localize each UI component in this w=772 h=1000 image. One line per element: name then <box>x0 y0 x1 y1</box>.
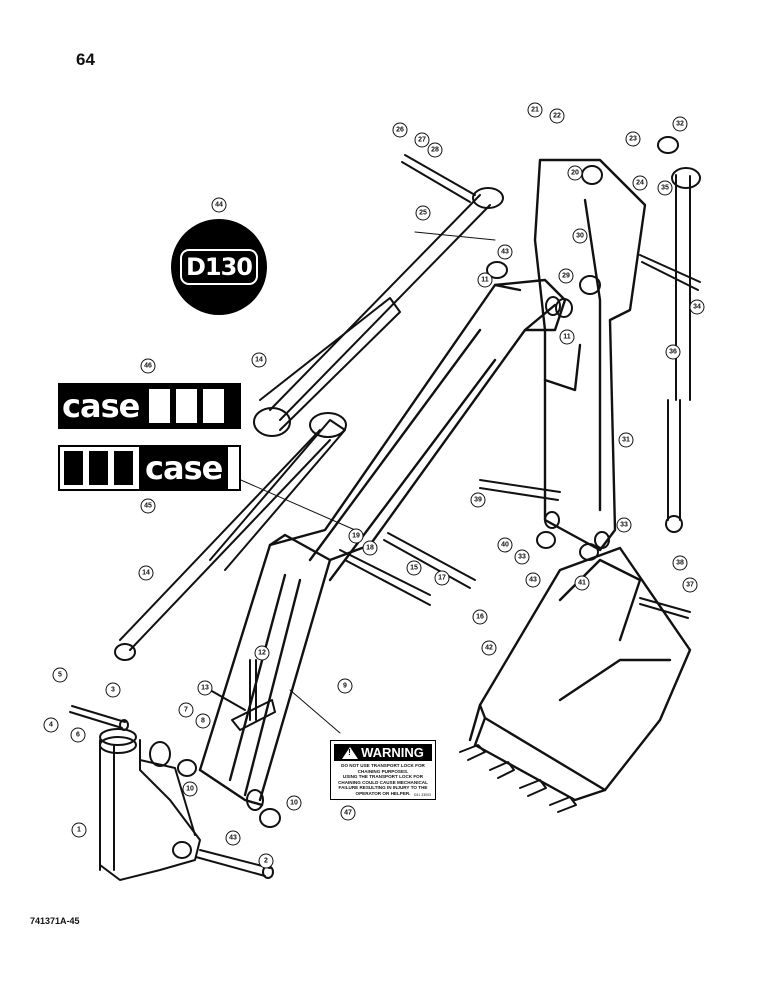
stripe-bar <box>87 451 110 485</box>
callout: 39 <box>470 492 486 508</box>
callout: 34 <box>689 299 705 315</box>
callout: 12 <box>254 645 270 661</box>
warning-part-code: D41 33003 <box>413 793 431 797</box>
callout: 14 <box>138 565 154 581</box>
callout: 27 <box>414 132 430 148</box>
callout: 20 <box>567 165 583 181</box>
callout: 7 <box>178 702 194 718</box>
callout: 26 <box>392 122 408 138</box>
callout: 8 <box>195 713 211 729</box>
case-word: case <box>139 447 229 489</box>
boom-cylinder-lower <box>114 412 347 661</box>
dipper <box>533 158 647 552</box>
stripe-bar <box>176 389 198 423</box>
boom-cylinder-upper <box>253 194 491 437</box>
callout: 47 <box>340 805 356 821</box>
callout: 25 <box>415 205 431 221</box>
warning-body: DO NOT USE TRANSPORT LOCK FOR CHAINING P… <box>331 763 435 796</box>
callout: 13 <box>197 680 213 696</box>
callout: 6 <box>70 727 86 743</box>
callout: 10 <box>286 795 302 811</box>
bucket <box>468 546 692 802</box>
callout: 43 <box>497 244 513 260</box>
stripe-bar <box>112 451 135 485</box>
pin-2 <box>195 849 271 877</box>
callout: 30 <box>572 228 588 244</box>
callout: 43 <box>525 572 541 588</box>
callout: 38 <box>672 555 688 571</box>
callout: 9 <box>337 678 353 694</box>
callout: 5 <box>52 667 68 683</box>
warning-heading: WARNING <box>361 745 424 760</box>
callout: 14 <box>251 352 267 368</box>
callout: 41 <box>574 575 590 591</box>
callout: 11 <box>559 329 575 345</box>
callout: 23 <box>625 131 641 147</box>
stripe-bar <box>62 451 85 485</box>
callout: 10 <box>182 781 198 797</box>
callout: 45 <box>140 498 156 514</box>
swing-tower <box>99 728 201 881</box>
d130-text: D130 <box>179 249 259 285</box>
callout: 32 <box>672 116 688 132</box>
callout: 37 <box>682 577 698 593</box>
page-number: 64 <box>76 50 95 69</box>
callout: 46 <box>140 358 156 374</box>
warning-line: CHAINING PURPOSES. <box>357 768 409 774</box>
callout: 19 <box>348 528 364 544</box>
callout: 15 <box>406 560 422 576</box>
stripe-bar <box>149 389 171 423</box>
callout: 29 <box>558 268 574 284</box>
pin-3 <box>69 705 126 729</box>
callout: 17 <box>434 570 450 586</box>
callout: 16 <box>472 609 488 625</box>
callout: 42 <box>481 640 497 656</box>
callout: 28 <box>427 142 443 158</box>
warning-line: CHAINING COULD CAUSE MECHANICAL <box>338 779 428 785</box>
callout: 35 <box>657 180 673 196</box>
case-word: case <box>62 387 140 425</box>
warning-header: WARNING <box>334 744 432 761</box>
bucket-cylinder <box>665 167 701 533</box>
callout: 44 <box>211 197 227 213</box>
callout: 21 <box>527 102 543 118</box>
warning-line: FAILURE RESULTING IN INJURY TO THE <box>338 785 428 790</box>
callout: 40 <box>497 537 513 553</box>
callout: 4 <box>43 717 59 733</box>
d130-model-decal: D130 <box>171 219 267 315</box>
callout: 1 <box>71 822 87 838</box>
callout: 36 <box>665 344 681 360</box>
callout: 22 <box>549 108 565 124</box>
bucket-teeth <box>459 744 577 813</box>
case-decal-46: case <box>58 383 241 429</box>
warning-triangle-icon <box>342 746 359 759</box>
callout: 2 <box>258 853 274 869</box>
callout: 3 <box>105 682 121 698</box>
callout: 33 <box>616 517 632 533</box>
warning-line: DO NOT USE TRANSPORT LOCK FOR <box>341 763 425 768</box>
stripe-bar <box>203 389 225 423</box>
drawing-code: 741371A-45 <box>30 916 80 926</box>
warning-decal: WARNING DO NOT USE TRANSPORT LOCK FOR CH… <box>330 740 436 800</box>
callout: 24 <box>632 175 648 191</box>
warning-line: USING THE TRANSPORT LOCK FOR <box>342 774 424 779</box>
callout: 11 <box>477 272 493 288</box>
callout: 18 <box>362 540 378 556</box>
callout: 31 <box>618 432 634 448</box>
callout: 33 <box>514 549 530 565</box>
callout: 43 <box>225 830 241 846</box>
warning-line: OPERATOR OR HELPER. <box>355 790 411 796</box>
case-decal-45: case <box>58 445 241 491</box>
